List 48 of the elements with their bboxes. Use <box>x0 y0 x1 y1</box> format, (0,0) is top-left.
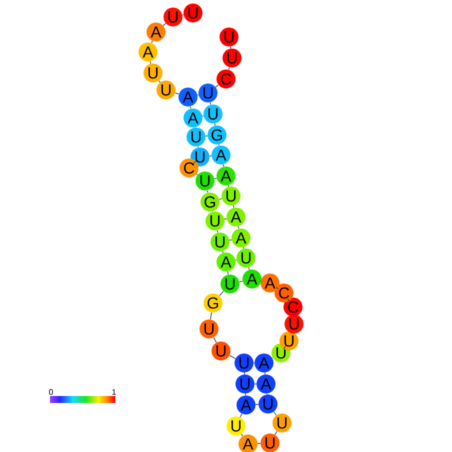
backbone-line <box>244 372 245 375</box>
backbone-line <box>192 160 196 164</box>
backbone-line <box>273 411 277 416</box>
backbone-line <box>215 84 219 88</box>
backbone-line <box>222 164 224 167</box>
backbone-line <box>274 430 278 436</box>
backbone-line <box>227 271 229 275</box>
backbone-line <box>242 247 244 249</box>
backbone-line <box>213 337 217 343</box>
base-pair-line <box>218 198 222 200</box>
scale-label: 1 <box>112 389 116 395</box>
base-pair-line <box>224 218 227 220</box>
backbone-line <box>240 413 242 418</box>
scale-label: 0 <box>49 389 53 395</box>
backbone-line <box>257 443 261 444</box>
backbone-line <box>238 226 240 229</box>
backbone-line <box>219 290 224 296</box>
backbone-line <box>287 298 290 302</box>
base-pair-line <box>229 239 232 241</box>
backbone-line <box>283 344 287 350</box>
backbone-line <box>174 92 180 94</box>
backbone-line <box>216 230 218 233</box>
backbone-line <box>228 66 230 70</box>
backbone-line <box>210 102 212 105</box>
backbone-line <box>228 185 230 187</box>
base-pair-line <box>239 280 243 282</box>
backbone-line <box>230 46 232 49</box>
backbone-line <box>196 174 198 176</box>
backbone-line <box>214 123 216 126</box>
backbone-line <box>229 355 236 359</box>
backbone-line <box>162 23 166 26</box>
backbone-line <box>276 286 278 290</box>
backbone-line <box>210 312 212 320</box>
backbone-line <box>240 434 244 436</box>
backbone-line <box>232 205 234 208</box>
backbone-line <box>290 331 292 334</box>
base-pair-line <box>255 404 259 405</box>
backbone-line <box>151 40 153 44</box>
backbone-line <box>206 190 208 193</box>
backbone-line <box>264 372 266 375</box>
backbone-line <box>190 106 192 109</box>
backbone-line <box>248 266 250 270</box>
backbone-line <box>222 250 224 254</box>
backbone-line <box>158 80 161 83</box>
backbone-line <box>245 393 246 396</box>
base-pair-line <box>214 178 217 180</box>
backbone-line <box>150 61 152 64</box>
backbone-line <box>293 314 294 318</box>
